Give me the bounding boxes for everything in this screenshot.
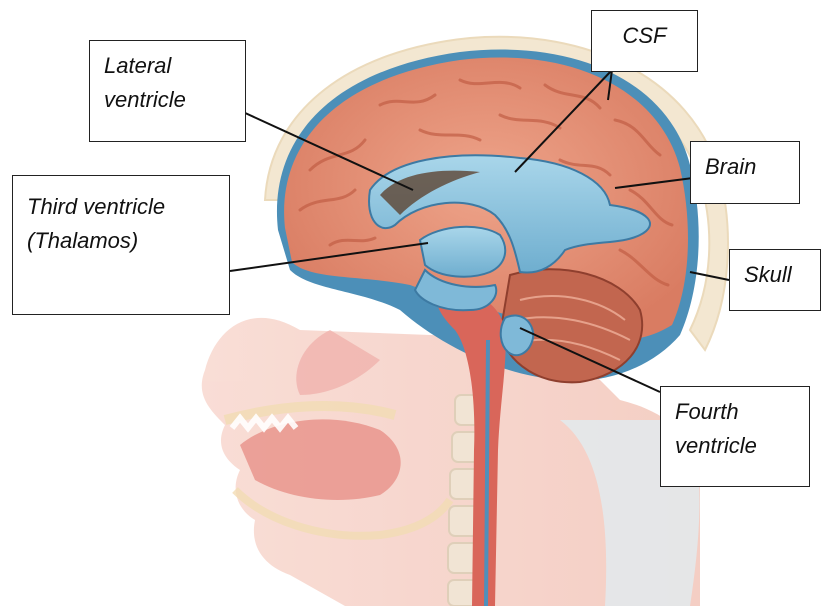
central-canal bbox=[486, 340, 488, 606]
label-third-ventricle: Third ventricle (Thalamos) bbox=[12, 175, 230, 315]
label-csf-line1: CSF bbox=[606, 19, 683, 53]
label-csf: CSF bbox=[591, 10, 698, 72]
label-skull: Skull bbox=[729, 249, 821, 311]
fourth-ventricle-shape bbox=[501, 315, 533, 355]
label-fourth-ventricle-line1: Fourth bbox=[675, 395, 795, 429]
label-lateral-ventricle-line1: Lateral bbox=[104, 49, 231, 83]
label-brain-line1: Brain bbox=[705, 150, 785, 184]
label-third-ventricle-line2: (Thalamos) bbox=[27, 224, 215, 258]
label-fourth-ventricle: Fourth ventricle bbox=[660, 386, 810, 487]
label-lateral-ventricle-line2: ventricle bbox=[104, 83, 231, 117]
label-brain: Brain bbox=[690, 141, 800, 204]
label-lateral-ventricle: Lateral ventricle bbox=[89, 40, 246, 142]
third-ventricle bbox=[420, 227, 505, 277]
label-skull-line1: Skull bbox=[744, 258, 806, 292]
label-fourth-ventricle-line2: ventricle bbox=[675, 429, 795, 463]
label-third-ventricle-line1: Third ventricle bbox=[27, 190, 215, 224]
